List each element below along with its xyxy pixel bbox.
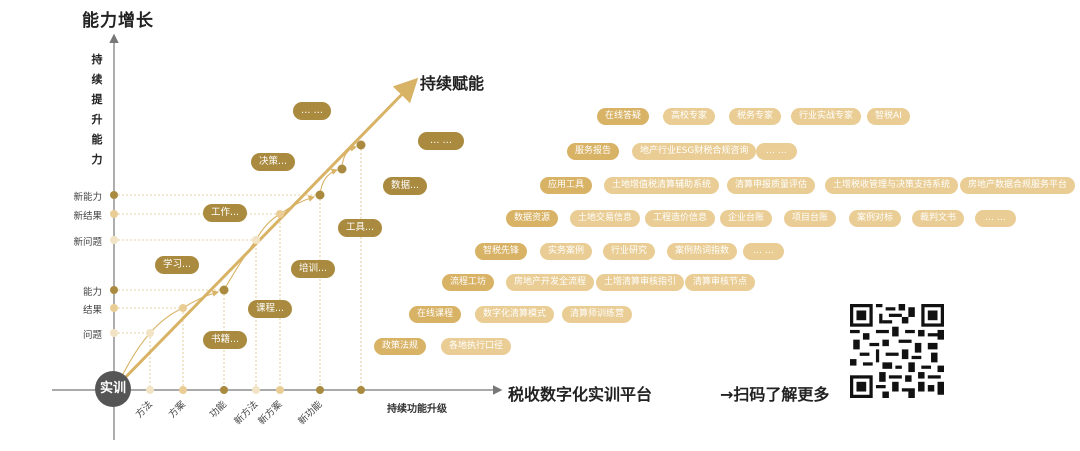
y-axis-vertical-label: 持 续 提 升 能 力 — [88, 50, 106, 170]
row-item[interactable]: 行业研究 — [603, 243, 656, 260]
y-tick-result: 结果 — [82, 305, 102, 316]
row-item[interactable]: 地产行业ESG财税合规咨询 — [632, 143, 757, 160]
row-item[interactable]: 房地产开发全流程 — [506, 274, 595, 291]
row-item[interactable]: 清算审核节点 — [685, 274, 756, 291]
row-item[interactable]: 智税AI — [867, 108, 910, 125]
row-item[interactable]: 案例对标 — [849, 210, 902, 227]
stage-pill-courses: 课程... — [248, 300, 293, 318]
row-head-tax-pioneer[interactable]: 智税先锋 — [475, 243, 528, 260]
row-item[interactable]: 清算申报质量评估 — [727, 177, 816, 194]
platform-title: 税收数字化实训平台 — [508, 385, 653, 404]
vertical-char: 提 — [91, 93, 103, 106]
qr-code-pattern — [850, 304, 944, 398]
row-head-data-resources[interactable]: 数据资源 — [506, 210, 559, 227]
row-head-service-report[interactable]: 服务报告 — [567, 143, 620, 160]
y-tick-ability: 能力 — [82, 287, 102, 298]
vertical-char: 持 — [91, 53, 103, 66]
scan-qr-label: →扫码了解更多 — [720, 385, 830, 404]
y-tick-new-result: 新结果 — [73, 211, 102, 222]
stage-pill-study: 学习... — [155, 256, 200, 274]
y-tick-new-ability: 新能力 — [73, 192, 102, 203]
row-item[interactable]: 企业台账 — [720, 210, 773, 227]
row-item[interactable]: 案例热词指数 — [667, 243, 738, 260]
row-item[interactable]: 裁判文书 — [912, 210, 965, 227]
vertical-char: 能 — [91, 133, 103, 146]
row-item[interactable]: 数字化清算模式 — [475, 306, 555, 323]
stage-pill-data: 数据... — [383, 177, 428, 195]
row-item[interactable]: 项目台账 — [784, 210, 837, 227]
row-head-process-workshop[interactable]: 流程工坊 — [442, 274, 495, 291]
stage-pill-training: 培训... — [291, 260, 336, 278]
stage-pill-decision: 决策... — [251, 153, 296, 171]
row-item[interactable]: 行业实战专家 — [791, 108, 862, 125]
vertical-char: 力 — [91, 153, 103, 166]
main-growth-arrow — [116, 77, 419, 387]
row-item[interactable]: … … — [743, 243, 784, 260]
row-item[interactable]: 实务案例 — [540, 243, 593, 260]
row-item[interactable]: 土地增值税清算辅助系统 — [604, 177, 720, 194]
y-tick-new-problem: 新问题 — [73, 237, 102, 248]
row-item[interactable]: 各地执行口径 — [441, 338, 512, 355]
sustained-empowerment-label: 持续赋能 — [420, 74, 485, 93]
row-item[interactable]: 工程造价信息 — [645, 210, 716, 227]
row-item[interactable]: 土增清算审核指引 — [596, 274, 685, 291]
stage-pill-more-top: … … — [293, 102, 332, 120]
row-item[interactable]: 高校专家 — [663, 108, 716, 125]
vertical-char: 升 — [91, 113, 103, 126]
row-item[interactable]: 税务专家 — [729, 108, 782, 125]
row-item[interactable]: 土地交易信息 — [570, 210, 641, 227]
stage-pill-books: 书籍... — [203, 331, 248, 349]
row-head-online-courses[interactable]: 在线课程 — [409, 306, 462, 323]
row-item[interactable]: … … — [975, 210, 1016, 227]
chart-title: 能力增长 — [82, 11, 154, 31]
row-head-policy[interactable]: 政策法规 — [374, 338, 427, 355]
row-item[interactable]: … … — [756, 143, 797, 160]
vertical-char: 续 — [91, 73, 103, 86]
stage-pill-work: 工作... — [203, 204, 248, 222]
x-axis-title: 持续功能升级 — [387, 404, 447, 415]
stage-pill-tools: 工具... — [338, 219, 383, 237]
y-tick-problem: 问题 — [82, 330, 102, 341]
row-item[interactable]: 房地产数据合规服务平台 — [960, 177, 1076, 194]
row-item[interactable]: 清算师训练营 — [562, 306, 633, 323]
row-head-app-tools[interactable]: 应用工具 — [540, 177, 593, 194]
origin-training-circle: 实训 — [95, 371, 131, 407]
row-item[interactable]: 土增税收管理与决策支持系统 — [825, 177, 959, 194]
stage-pill-more-right: … … — [418, 132, 465, 150]
qr-code[interactable] — [850, 304, 944, 398]
row-head-online-qa[interactable]: 在线答疑 — [597, 108, 650, 125]
